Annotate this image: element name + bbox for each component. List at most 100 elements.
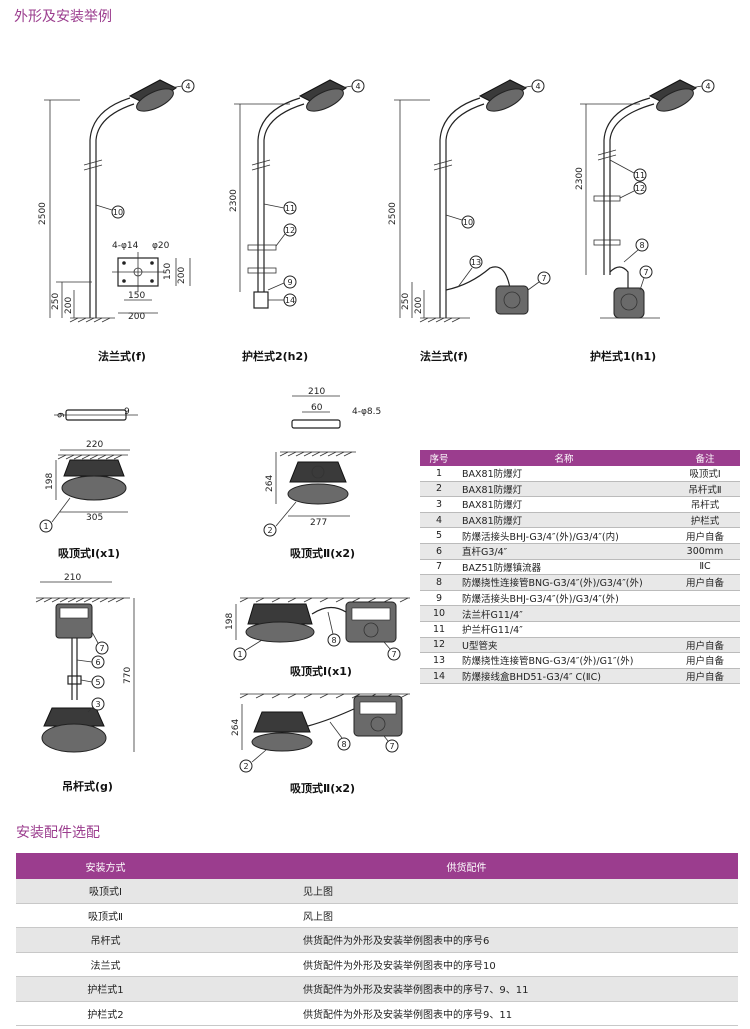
svg-text:12: 12 bbox=[285, 226, 295, 235]
svg-text:10: 10 bbox=[113, 208, 123, 217]
svg-text:14: 14 bbox=[285, 296, 295, 305]
svg-text:200: 200 bbox=[64, 297, 74, 314]
svg-text:4: 4 bbox=[705, 82, 710, 91]
svg-text:2: 2 bbox=[243, 762, 248, 771]
svg-text:210: 210 bbox=[64, 573, 81, 583]
caption-pendant: 吊杆式(g) bbox=[62, 780, 113, 793]
parts-header-remark: 备注 bbox=[670, 450, 740, 466]
svg-text:7: 7 bbox=[99, 644, 104, 653]
svg-text:2500: 2500 bbox=[388, 202, 398, 225]
svg-text:12: 12 bbox=[635, 184, 645, 193]
svg-text:200: 200 bbox=[177, 267, 187, 284]
dim-2500: 2500 bbox=[38, 202, 48, 225]
flange-plate-detail: 4-φ14 φ20 150 200 150 200 bbox=[112, 241, 191, 322]
svg-text:250: 250 bbox=[401, 293, 411, 310]
svg-text:264: 264 bbox=[265, 475, 275, 492]
svg-text:770: 770 bbox=[123, 667, 133, 684]
installation-drawings: 2500 250 200 10 4 4-φ14 φ20 150 200 150 … bbox=[35, 79, 715, 773]
parts-header-name: 名称 bbox=[458, 450, 670, 466]
svg-text:2300: 2300 bbox=[575, 167, 585, 190]
svg-text:6: 6 bbox=[95, 658, 100, 667]
drawing-guardrail-1: 2300 11 12 8 7 4 bbox=[575, 79, 715, 319]
caption-guardrail-2: 护栏式2(h2) bbox=[242, 350, 309, 363]
svg-text:264: 264 bbox=[231, 719, 241, 736]
table-row: 法兰式供货配件为外形及安装举例图表中的序号10 bbox=[16, 952, 738, 977]
caption-ceiling-2-ballast: 吸顶式Ⅱ(x2) bbox=[290, 782, 356, 795]
svg-text:2300: 2300 bbox=[229, 189, 239, 212]
parts-header-no: 序号 bbox=[420, 450, 458, 466]
svg-text:3: 3 bbox=[95, 700, 100, 709]
drawing-flange-pole-2: 2500 250 200 10 13 7 4 bbox=[388, 79, 551, 323]
svg-text:8: 8 bbox=[331, 636, 336, 645]
svg-text:9: 9 bbox=[124, 407, 130, 417]
svg-text:4-φ8.5: 4-φ8.5 bbox=[352, 407, 381, 417]
svg-text:7: 7 bbox=[643, 268, 648, 277]
svg-text:250: 250 bbox=[51, 293, 61, 310]
ballast-box bbox=[495, 285, 529, 315]
svg-text:9: 9 bbox=[57, 412, 67, 418]
svg-text:4: 4 bbox=[355, 82, 360, 91]
sel-header-parts: 供货配件 bbox=[195, 853, 738, 879]
drawing-guardrail-2: 2300 11 12 9 14 4 bbox=[229, 79, 365, 309]
svg-text:13: 13 bbox=[471, 258, 481, 267]
svg-text:9: 9 bbox=[287, 278, 292, 287]
svg-text:277: 277 bbox=[310, 518, 327, 528]
drawing-ceiling-2-ballast: 264 2 8 7 bbox=[231, 693, 410, 773]
caption-ceiling-2: 吸顶式Ⅱ(x2) bbox=[290, 547, 356, 560]
svg-text:4-φ14: 4-φ14 bbox=[112, 241, 139, 251]
svg-text:220: 220 bbox=[86, 440, 103, 450]
svg-text:5: 5 bbox=[95, 678, 100, 687]
svg-text:200: 200 bbox=[414, 297, 424, 314]
svg-text:φ20: φ20 bbox=[152, 241, 170, 251]
caption-ceiling-1-ballast: 吸顶式Ⅰ(x1) bbox=[290, 665, 352, 678]
svg-text:198: 198 bbox=[45, 473, 55, 490]
svg-text:11: 11 bbox=[285, 204, 295, 213]
svg-text:60: 60 bbox=[311, 403, 323, 413]
svg-text:11: 11 bbox=[635, 171, 645, 180]
drawing-pendant: 210 770 7 6 5 3 bbox=[35, 573, 135, 753]
table-row: 吊杆式供货配件为外形及安装举例图表中的序号6 bbox=[16, 927, 738, 953]
svg-text:150: 150 bbox=[128, 291, 145, 301]
svg-text:305: 305 bbox=[86, 513, 103, 523]
caption-guardrail-1: 护栏式1(h1) bbox=[590, 350, 657, 363]
drawing-flange-pole-1: 2500 250 200 10 4 bbox=[38, 79, 195, 323]
caption-flange-2: 法兰式(f) bbox=[420, 350, 468, 363]
svg-text:10: 10 bbox=[463, 218, 473, 227]
svg-text:8: 8 bbox=[639, 241, 644, 250]
svg-text:4: 4 bbox=[185, 82, 190, 91]
svg-text:150: 150 bbox=[163, 263, 173, 280]
svg-text:8: 8 bbox=[341, 740, 346, 749]
sel-header-method: 安装方式 bbox=[16, 853, 195, 879]
svg-text:200: 200 bbox=[128, 312, 145, 322]
svg-text:198: 198 bbox=[225, 613, 235, 630]
drawing-ceiling-1-ballast: 198 1 8 7 bbox=[225, 597, 410, 661]
svg-text:7: 7 bbox=[541, 274, 546, 283]
svg-text:2: 2 bbox=[267, 526, 272, 535]
drawing-ceiling-2: 210 60 4-φ8.5 264 277 2 bbox=[263, 387, 381, 537]
svg-text:7: 7 bbox=[389, 742, 394, 751]
svg-text:1: 1 bbox=[43, 522, 48, 531]
caption-flange-1: 法兰式(f) bbox=[98, 350, 146, 363]
drawing-ceiling-1: 9 9 220 198 305 1 bbox=[39, 407, 138, 533]
caption-ceiling-1: 吸顶式Ⅰ(x1) bbox=[58, 547, 120, 560]
svg-text:1: 1 bbox=[237, 650, 242, 659]
